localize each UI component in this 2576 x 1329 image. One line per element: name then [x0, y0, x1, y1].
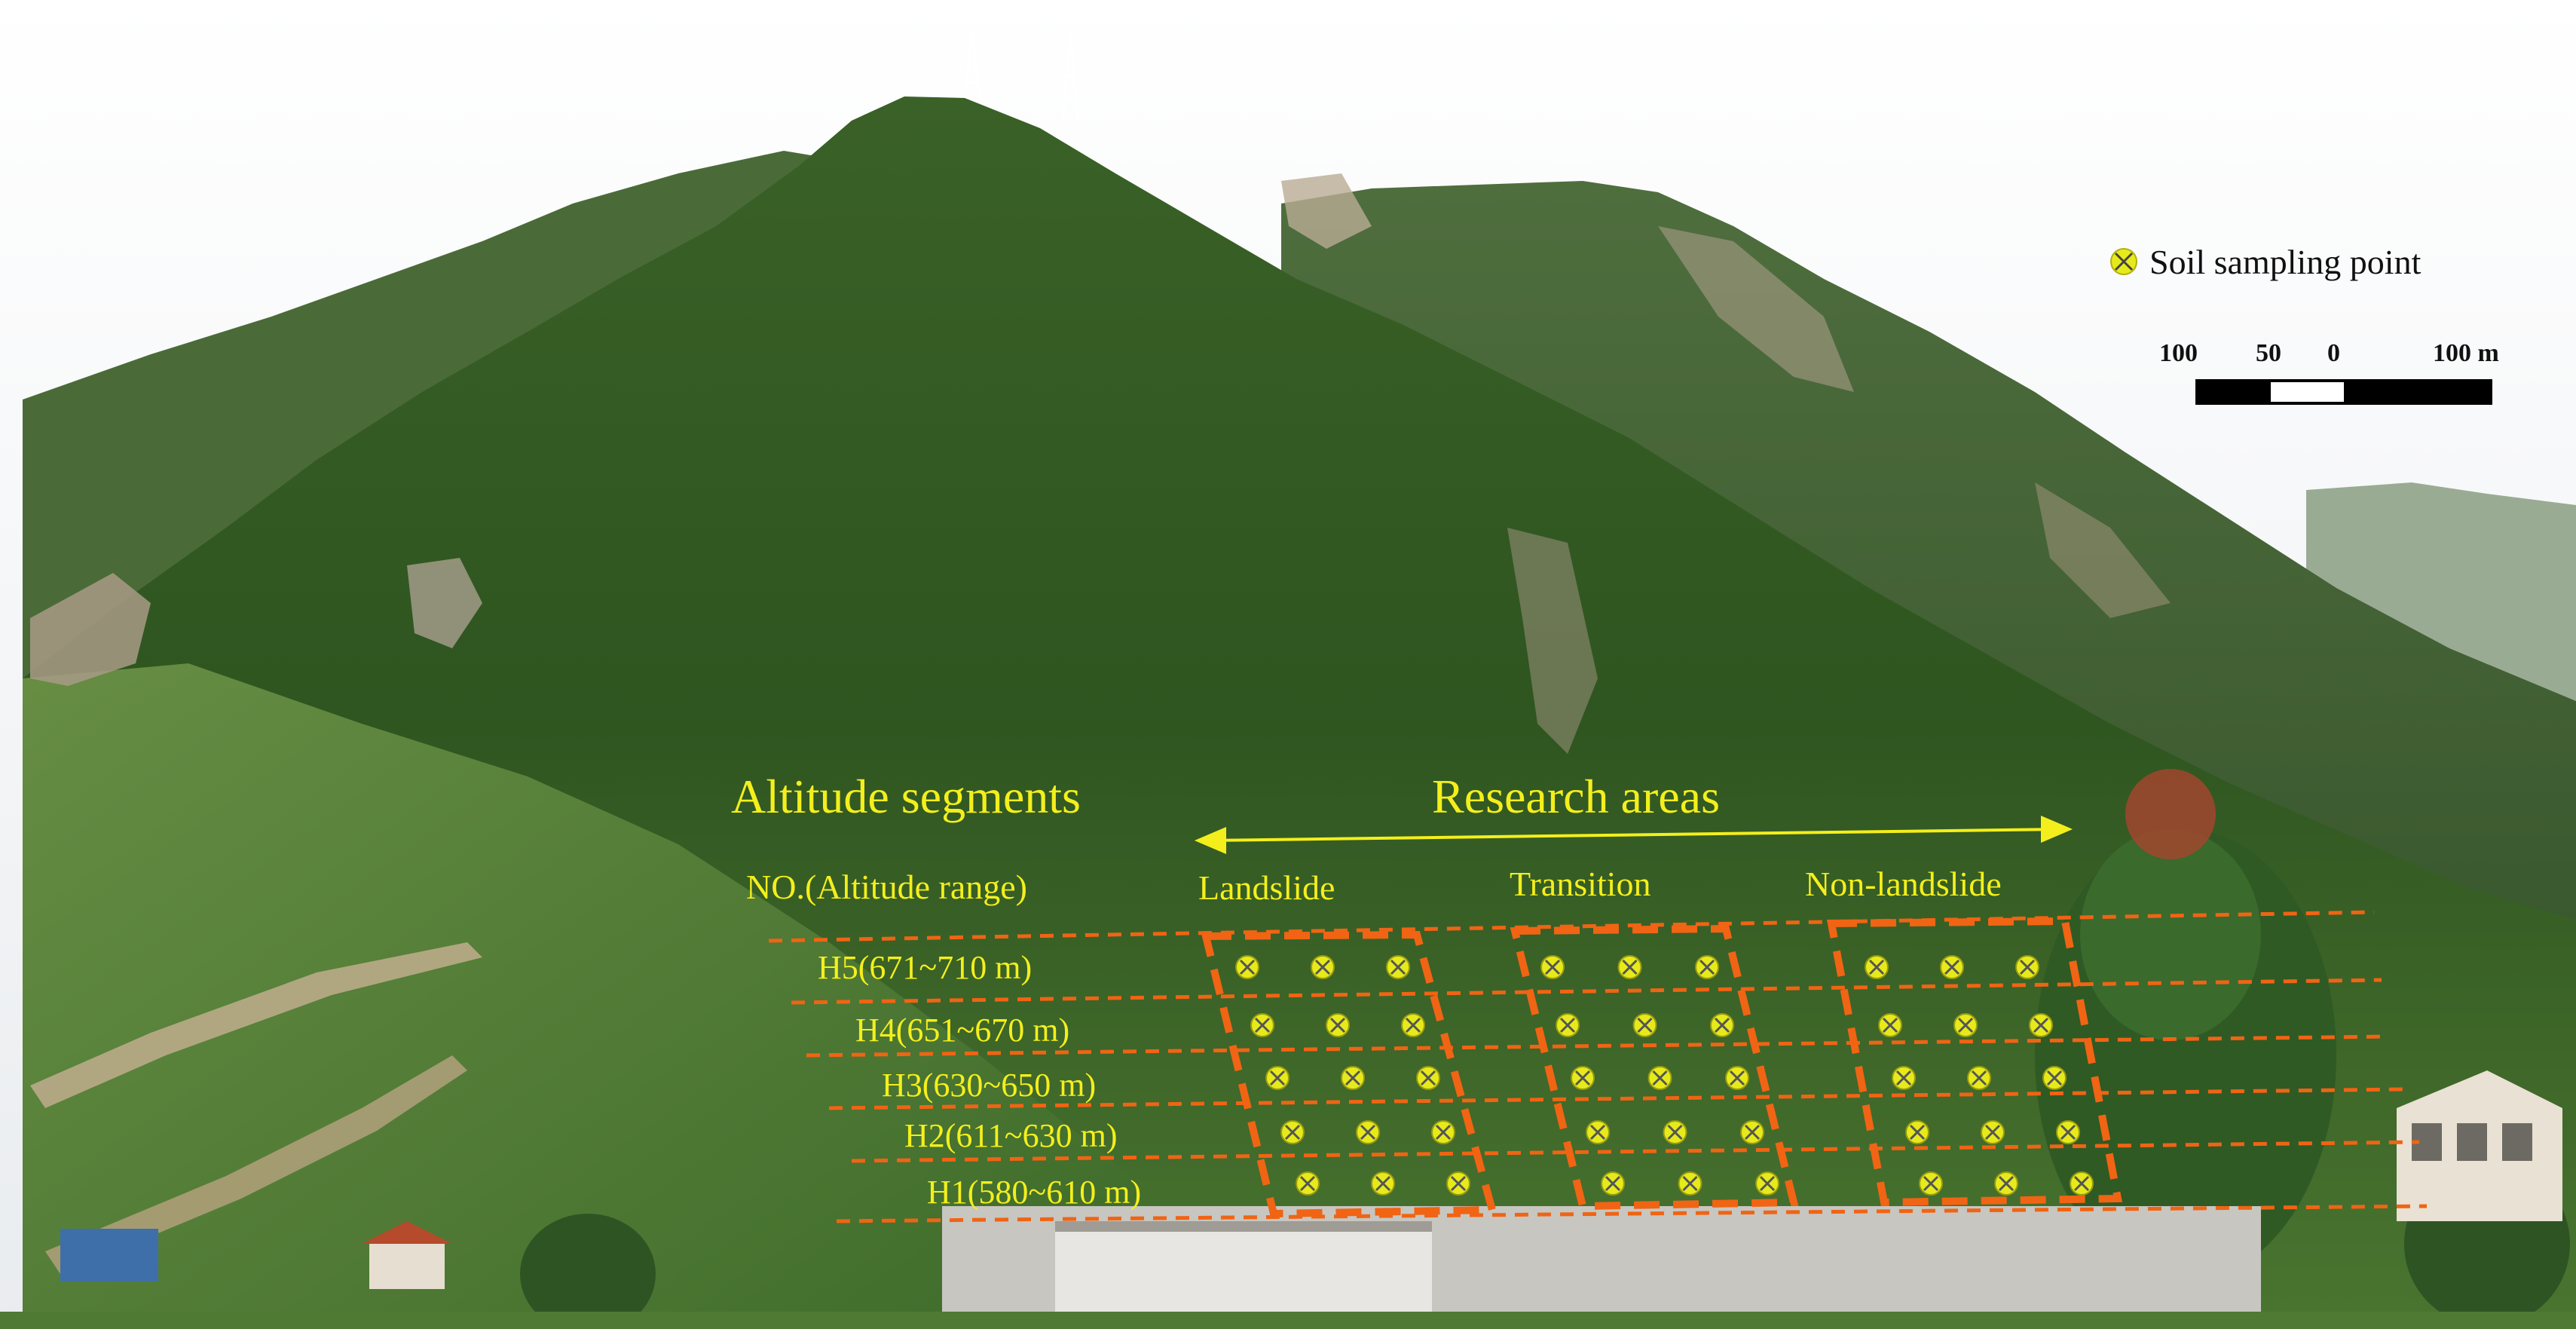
sampling-point-marker — [1663, 1120, 1687, 1144]
road — [30, 942, 482, 1108]
scale-label-100-left: 100 — [2159, 339, 2198, 367]
scale-label-100m: 100 m — [2433, 339, 2499, 367]
sampling-point-marker — [1632, 1013, 1657, 1037]
sampling-point-marker — [1994, 1171, 2018, 1196]
sampling-point-marker — [2029, 1013, 2053, 1037]
segment-label-h1: H1(580~610 m) — [927, 1174, 1142, 1211]
ground — [0, 1312, 2576, 1329]
scale-label-0: 0 — [2327, 339, 2340, 367]
research-area-boxes — [1201, 917, 2123, 1218]
sampling-point-marker — [1280, 1120, 1305, 1144]
area-label-transition: Transition — [1510, 865, 1651, 903]
sampling-point-marker — [1326, 1013, 1350, 1037]
sampling-point-marker — [2056, 1120, 2080, 1144]
sampling-point-marker — [1740, 1120, 1764, 1144]
sampling-point-marker — [1341, 1066, 1365, 1090]
sampling-point-marker — [2070, 1171, 2094, 1196]
rock-scar — [30, 573, 151, 686]
rock-scar — [1281, 173, 1372, 249]
sampling-point-marker — [1571, 1066, 1595, 1090]
segment-label-h4: H4(651~670 m) — [855, 1012, 1070, 1049]
sampling-point-marker — [1919, 1171, 1943, 1196]
sampling-point-marker — [1446, 1171, 1470, 1196]
scale-label-50: 50 — [2256, 339, 2281, 367]
sampling-point-marker — [2015, 955, 2039, 979]
sampling-point-marker — [1755, 1171, 1779, 1196]
sampling-point-marker — [1892, 1066, 1916, 1090]
rock-scar — [1507, 528, 1598, 754]
sampling-point-marker — [1678, 1171, 1703, 1196]
research-heading: Research areas — [1432, 770, 1720, 823]
research-arrow — [1194, 815, 2073, 855]
sampling-point-marker — [1431, 1120, 1455, 1144]
area-label-non-landslide: Non-landslide — [1805, 865, 2002, 903]
sampling-point-marker — [1725, 1066, 1749, 1090]
sampling-points — [1235, 955, 2094, 1196]
segment-label-h5: H5(671~710 m) — [818, 949, 1033, 986]
sampling-point-marker — [1386, 955, 1410, 979]
sampling-point-marker — [1647, 1066, 1672, 1090]
sampling-point-marker — [1905, 1120, 1929, 1144]
sampling-point-marker — [1695, 955, 1719, 979]
houses — [60, 1221, 452, 1289]
sampling-point-marker — [1540, 955, 1565, 979]
sampling-point-marker — [1865, 955, 1889, 979]
sampling-point-marker — [1967, 1066, 1991, 1090]
area-label-landslide: Landslide — [1198, 868, 1335, 907]
sampling-point-marker — [1556, 1013, 1580, 1037]
sampling-point-marker — [1401, 1013, 1425, 1037]
rock-scar — [1658, 226, 1854, 392]
altitude-lines — [768, 910, 2428, 1223]
sampling-point-marker — [1235, 955, 1259, 979]
sampling-point-marker — [1710, 1013, 1734, 1037]
sampling-point-marker — [1296, 1171, 1320, 1196]
sampling-point-marker — [2042, 1066, 2067, 1090]
sampling-point-marker — [1586, 1120, 1610, 1144]
sampling-point-marker — [1940, 955, 1964, 979]
sampling-point-marker — [1250, 1013, 1274, 1037]
scale-bar — [2195, 379, 2492, 405]
segment-label-h3: H3(630~650 m) — [882, 1067, 1097, 1104]
altitude-heading: Altitude segments — [731, 770, 1081, 823]
sampling-point-marker — [1416, 1066, 1440, 1090]
sampling-point-marker — [1878, 1013, 1902, 1037]
sampling-point-marker — [1311, 955, 1335, 979]
sampling-point-marker — [1356, 1120, 1380, 1144]
white-building — [2397, 1070, 2562, 1221]
transmission-towers — [963, 29, 1079, 121]
sampling-point-marker — [1371, 1171, 1395, 1196]
substation — [942, 1206, 2261, 1319]
rock-scar — [407, 558, 482, 648]
circled-x-icon — [2110, 248, 2137, 275]
sampling-point-marker — [1617, 955, 1642, 979]
segment-label-h2: H2(611~630 m) — [904, 1117, 1118, 1154]
legend-label: Soil sampling point — [2149, 243, 2422, 281]
road — [45, 1055, 467, 1274]
rock-scar — [2035, 482, 2171, 618]
altitude-subheading: NO.(Altitude range) — [746, 868, 1027, 906]
sampling-point-marker — [1601, 1171, 1625, 1196]
sampling-point-marker — [1981, 1120, 2005, 1144]
sampling-point-marker — [1265, 1066, 1290, 1090]
sampling-point-marker — [1953, 1013, 1978, 1037]
